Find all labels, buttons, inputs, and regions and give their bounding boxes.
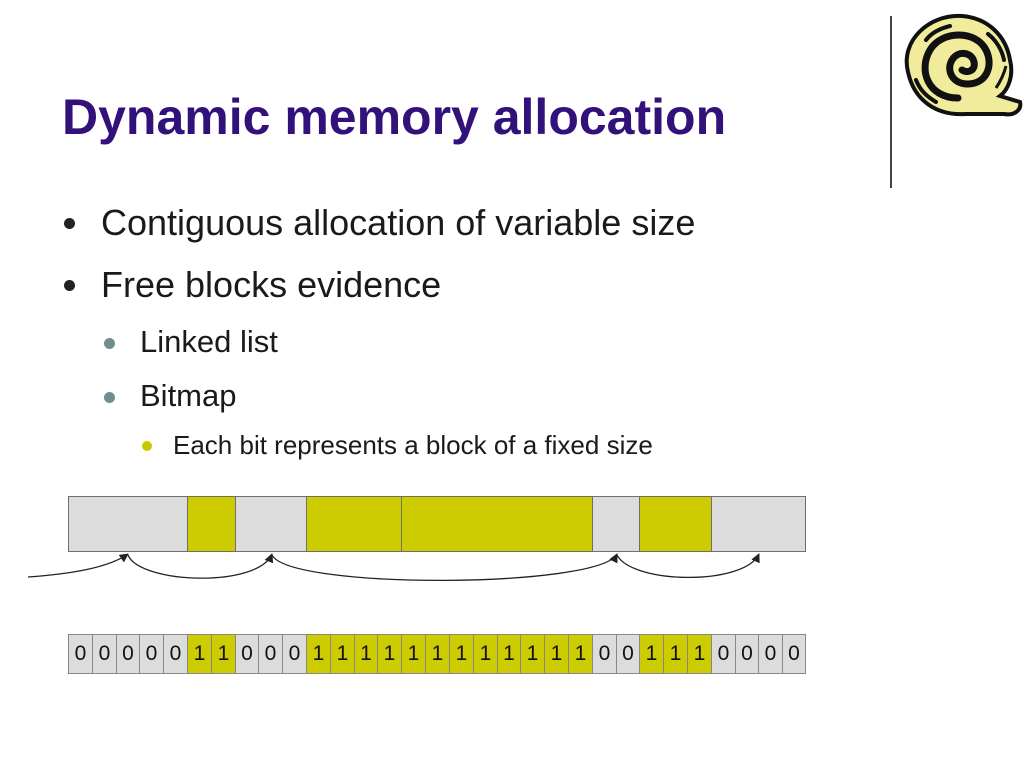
bitmap-bit: 0 xyxy=(711,634,736,674)
bitmap-bit: 0 xyxy=(782,634,806,674)
bitmap-bit: 1 xyxy=(354,634,378,674)
bitmap-bit: 1 xyxy=(187,634,212,674)
bitmap-bit: 1 xyxy=(306,634,331,674)
bullet-text: Bitmap xyxy=(140,378,237,413)
bullet-dot xyxy=(104,392,115,403)
memory-blocks-row xyxy=(68,496,806,552)
bullet-free-blocks-evidence: Free blocks evidence xyxy=(64,264,442,306)
list-head-arrow xyxy=(27,553,129,578)
bitmap-bit: 1 xyxy=(639,634,664,674)
bitmap-bit: 0 xyxy=(592,634,617,674)
bitmap-bit: 1 xyxy=(568,634,593,674)
bullet-contiguous-allocation: Contiguous allocation of variable size xyxy=(64,202,696,244)
used-memory-block xyxy=(639,496,712,552)
bitmap-bit: 0 xyxy=(163,634,188,674)
bullet-bitmap: Bitmap xyxy=(104,378,237,414)
bitmap-bit: 0 xyxy=(92,634,117,674)
bitmap-bit: 0 xyxy=(258,634,283,674)
bitmap-bit: 1 xyxy=(473,634,498,674)
bitmap-bit: 0 xyxy=(616,634,640,674)
bitmap-bit: 1 xyxy=(377,634,402,674)
used-memory-block xyxy=(187,496,236,552)
bitmap-bit: 0 xyxy=(235,634,259,674)
list-link-arrow xyxy=(127,553,274,579)
free-memory-block xyxy=(592,496,640,552)
bitmap-bit: 0 xyxy=(68,634,93,674)
bitmap-bit: 1 xyxy=(211,634,236,674)
bitmap-bit: 0 xyxy=(758,634,783,674)
bullet-text: Each bit represents a block of a fixed s… xyxy=(173,430,653,460)
bitmap-bit: 0 xyxy=(735,634,759,674)
bitmap-bit: 1 xyxy=(687,634,712,674)
bitmap-bit: 1 xyxy=(663,634,688,674)
free-memory-block xyxy=(68,496,188,552)
slide-title: Dynamic memory allocation xyxy=(62,89,727,145)
bullet-dot xyxy=(64,280,75,291)
bullet-dot xyxy=(142,441,152,451)
bitmap-bit: 1 xyxy=(544,634,569,674)
bullet-text: Contiguous allocation of variable size xyxy=(101,202,696,243)
bullet-text: Linked list xyxy=(140,324,278,359)
list-link-arrow xyxy=(616,553,760,579)
bullet-text: Free blocks evidence xyxy=(101,264,442,305)
bitmap-bit: 1 xyxy=(520,634,545,674)
bitmap-bit: 1 xyxy=(497,634,521,674)
bitmap-bit: 1 xyxy=(449,634,474,674)
used-memory-block xyxy=(401,496,593,552)
bitmap-bit: 0 xyxy=(282,634,307,674)
bitmap-bit: 1 xyxy=(425,634,450,674)
bullet-dot xyxy=(64,218,75,229)
used-memory-block xyxy=(306,496,402,552)
list-link-arrow xyxy=(271,553,618,582)
bitmap-bit: 1 xyxy=(401,634,426,674)
bitmap-bit: 0 xyxy=(116,634,140,674)
free-memory-block xyxy=(711,496,806,552)
bitmap-bit: 0 xyxy=(139,634,164,674)
free-memory-block xyxy=(235,496,307,552)
bullet-linked-list: Linked list xyxy=(104,324,278,360)
bitmap-bit: 1 xyxy=(330,634,355,674)
header-divider xyxy=(890,16,892,188)
snail-shell-icon xyxy=(904,13,1023,117)
bullet-dot xyxy=(104,338,115,349)
bullet-bit-represents-block: Each bit represents a block of a fixed s… xyxy=(142,430,653,461)
